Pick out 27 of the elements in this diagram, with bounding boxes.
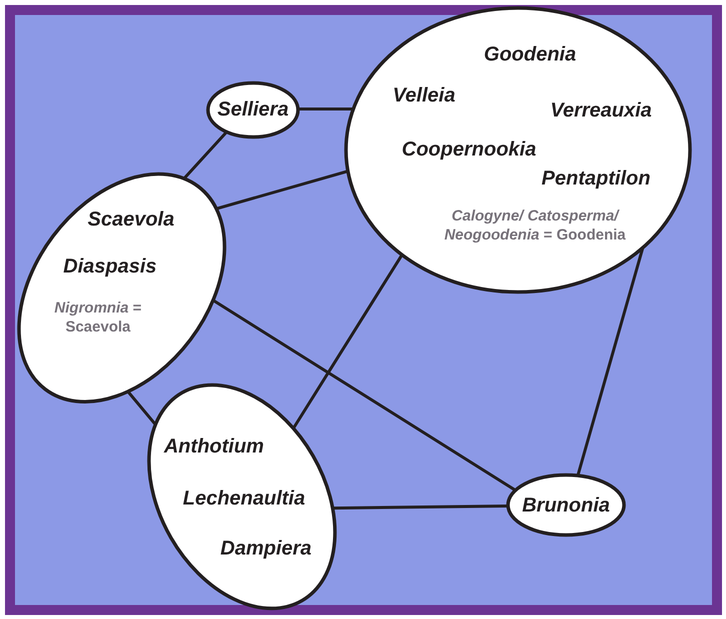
- connector-line: [576, 247, 644, 476]
- genus-name: Brunonia: [522, 494, 610, 518]
- ellipse-node: [206, 81, 300, 139]
- genus-name: Lechenaultia: [182, 487, 306, 510]
- connector-line: [126, 390, 157, 426]
- connector-line: [298, 108, 354, 110]
- connector-line: [212, 299, 516, 492]
- genus-name: Coopernookia: [402, 138, 536, 162]
- synonym-note: Calogyne/ Catosperma/ Neogoodenia = Goodenia: [443, 207, 627, 245]
- synonym-note: Nigromnia = Scaevola: [53, 299, 143, 337]
- genus-name: Pentaptilon: [542, 168, 650, 190]
- genus-name: Selliera: [217, 98, 289, 122]
- genus-name: Anthotium: [164, 435, 264, 458]
- genus-name: Goodenia: [484, 44, 576, 66]
- genus-name: Verreauxia: [550, 100, 652, 122]
- genus-name: Scaevola: [88, 208, 174, 232]
- ellipse-node: [344, 6, 692, 294]
- connector-line: [292, 254, 404, 430]
- connector-line: [216, 170, 348, 210]
- ellipse-node: [506, 473, 626, 537]
- connector-line: [182, 130, 228, 180]
- genus-name: Dampiera: [220, 537, 312, 560]
- connector-line: [332, 504, 508, 510]
- ellipse-node: [17, 172, 227, 404]
- ellipse-node: [147, 383, 337, 611]
- genus-name: Diaspasis: [63, 255, 157, 278]
- genus-name: Velleia: [392, 84, 456, 108]
